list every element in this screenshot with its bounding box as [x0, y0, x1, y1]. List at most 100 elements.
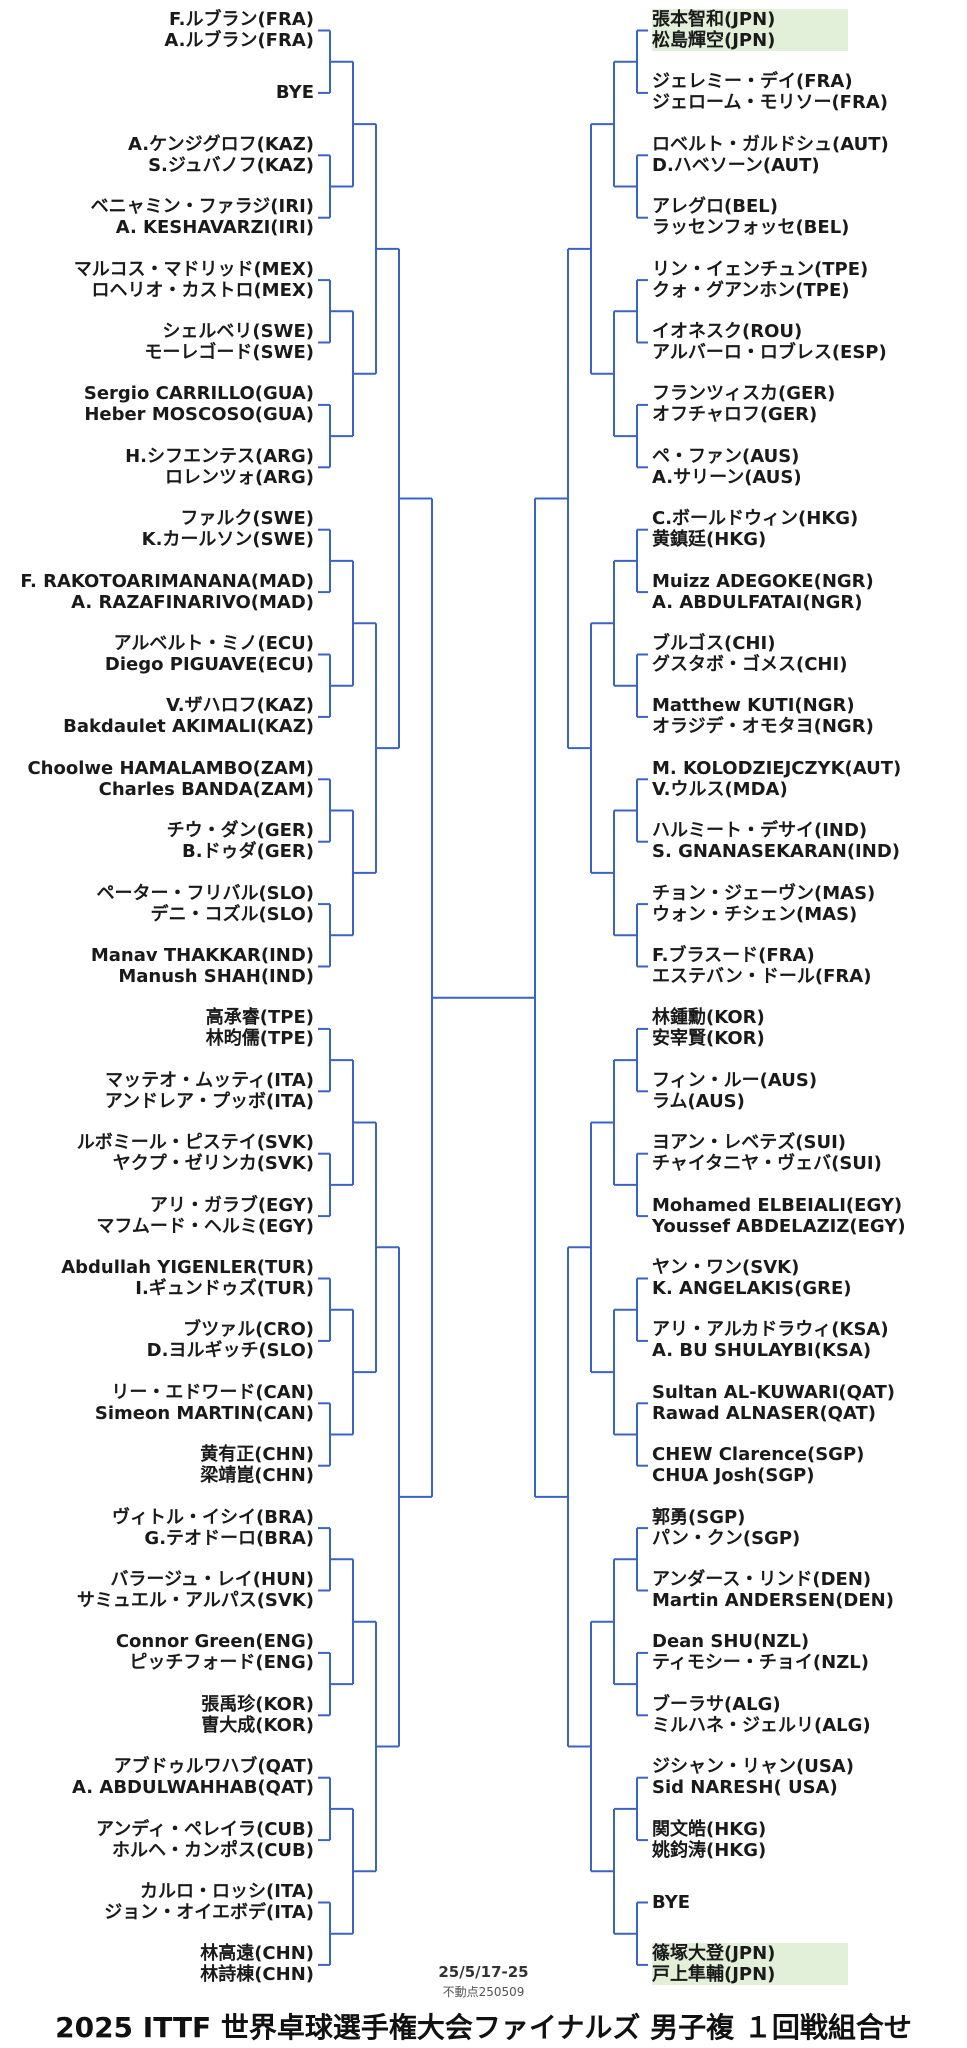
bye-label: BYE	[652, 1892, 691, 1913]
left-pair-23: リー・エドワード(CAN)Simeon MARTIN(CAN)	[95, 1382, 314, 1424]
player-name: A. KESHAVARZI(IRI)	[115, 217, 314, 239]
left-pair-12: V.ザハロフ(KAZ)Bakdaulet AKIMALI(KAZ)	[63, 695, 314, 737]
player-name: Sid NARESH( USA)	[652, 1777, 838, 1799]
player-name: Diego PIGUAVE(ECU)	[104, 654, 314, 675]
right-pair-12: Matthew KUTI(NGR)オラジデ・オモタヨ(NGR)	[652, 695, 874, 737]
left-pair-4: ベニャミン・ファラジ(IRI)A. KESHAVARZI(IRI)	[91, 196, 314, 238]
left-pair-2: BYE	[276, 82, 314, 103]
player-name: K. ANGELAKIS(GRE)	[652, 1278, 852, 1299]
player-name: アルバーロ・ロブレス(ESP)	[652, 342, 887, 363]
left-pair-24: 黄有正(CHN)梁靖崑(CHN)	[200, 1444, 314, 1486]
player-name: F. RAKOTOARIMANANA(MAD)	[20, 570, 314, 592]
player-name: 郭勇(SGP)	[652, 1506, 746, 1528]
player-name: リン・イェンチュン(TPE)	[652, 258, 869, 280]
player-name: 林高遠(CHN)	[200, 1943, 314, 1965]
player-name: 安宰賢(KOR)	[652, 1028, 765, 1050]
left-pair-6: シェルベリ(SWE)モーレゴード(SWE)	[144, 321, 314, 363]
right-pair-1: 張本智和(JPN)松島輝空(JPN)	[652, 9, 848, 51]
player-name: Manush SHAH(IND)	[118, 966, 314, 987]
player-name: 戸上隼輔(JPN)	[652, 1964, 776, 1986]
player-name: アブドゥルワハブ(QAT)	[113, 1756, 314, 1778]
player-name: F.ルブラン(FRA)	[168, 9, 314, 30]
player-name: Muizz ADEGOKE(NGR)	[652, 570, 874, 592]
left-pair-20: アリ・ガラブ(EGY)マフムード・ヘルミ(EGY)	[96, 1195, 314, 1237]
right-pair-18: フィン・ルー(AUS)ラム(AUS)	[652, 1070, 817, 1112]
right-pair-22: アリ・アルカドラウィ(KSA)A. BU SHULAYBI(KSA)	[652, 1319, 889, 1361]
right-pair-24: CHEW Clarence(SGP)CHUA Josh(SGP)	[652, 1444, 864, 1486]
player-name: Heber MOSCOSO(GUA)	[84, 404, 314, 426]
player-name: ヤン・ワン(SVK)	[652, 1257, 800, 1278]
left-pair-22: ブツァル(CRO)D.ヨルギッチ(SLO)	[147, 1319, 314, 1361]
player-name: ベニャミン・ファラジ(IRI)	[90, 196, 314, 218]
left-pair-32: 林高遠(CHN)林詩棟(CHN)	[200, 1943, 314, 1985]
player-name: 曺大成(KOR)	[201, 1714, 314, 1736]
right-pair-5: リン・イェンチュン(TPE)クォ・グアンホン(TPE)	[652, 259, 868, 301]
player-name: ブツァル(CRO)	[183, 1319, 314, 1341]
player-name: グスタボ・ゴメス(CHI)	[652, 654, 848, 675]
player-name: 張禹珍(KOR)	[201, 1693, 314, 1715]
left-pair-17: 高承睿(TPE)林昀儒(TPE)	[206, 1007, 314, 1049]
player-name: 高承睿(TPE)	[205, 1007, 314, 1029]
player-name: A. ABDULFATAI(NGR)	[652, 591, 863, 613]
left-pair-31: カルロ・ロッシ(ITA)ジョン・オイエボデ(ITA)	[104, 1881, 314, 1923]
player-name: マッテオ・ムッティ(ITA)	[105, 1069, 314, 1091]
player-name: ロベルト・ガルドシュ(AUT)	[652, 133, 889, 155]
player-name: A.サリーン(AUS)	[652, 466, 802, 488]
player-name: アレグロ(BEL)	[652, 196, 778, 218]
player-name: ウォン・チシェン(MAS)	[652, 903, 858, 925]
right-pair-11: ブルゴス(CHI)グスタボ・ゴメス(CHI)	[652, 633, 847, 675]
player-name: Dean SHU(NZL)	[652, 1631, 810, 1653]
right-pair-13: M. KOLODZIEJCZYK(AUT)V.ウルス(MDA)	[652, 758, 901, 800]
player-name: 張本智和(JPN)	[652, 9, 776, 30]
player-name: フィン・ルー(AUS)	[652, 1069, 818, 1091]
player-name: マフムード・ヘルミ(EGY)	[96, 1215, 314, 1237]
player-name: ペーター・フリバル(SLO)	[96, 882, 314, 904]
player-name: V.ザハロフ(KAZ)	[166, 695, 314, 717]
player-name: ヴィトル・イシイ(BRA)	[112, 1506, 314, 1528]
bye-label: BYE	[275, 82, 314, 104]
player-name: Abdullah YIGENLER(TUR)	[61, 1257, 314, 1278]
player-name: Matthew KUTI(NGR)	[652, 695, 855, 717]
player-name: ジョン・オイエボデ(ITA)	[104, 1902, 314, 1923]
player-name: H.シフエンテス(ARG)	[125, 445, 314, 467]
player-name: F.ブラスード(FRA)	[652, 945, 815, 966]
left-pair-11: アルベルト・ミノ(ECU)Diego PIGUAVE(ECU)	[105, 633, 314, 675]
player-name: チョン・ジェーヴン(MAS)	[652, 882, 876, 904]
player-name: イオネスク(ROU)	[652, 321, 803, 342]
player-name: 篠塚大登(JPN)	[652, 1943, 776, 1965]
right-pair-29: ジシャン・リャン(USA)Sid NARESH( USA)	[652, 1756, 854, 1798]
player-name: アリ・アルカドラウィ(KSA)	[652, 1319, 889, 1341]
player-name: A. RAZAFINARIVO(MAD)	[71, 591, 314, 613]
left-pair-5: マルコス・マドリッド(MEX)ロヘリオ・カストロ(MEX)	[74, 259, 314, 301]
player-name: ヨアン・レベテズ(SUI)	[652, 1132, 847, 1154]
left-pair-29: アブドゥルワハブ(QAT)A. ABDULWAHHAB(QAT)	[72, 1756, 314, 1798]
right-pair-32: 篠塚大登(JPN)戸上隼輔(JPN)	[652, 1943, 848, 1986]
player-name: ミルハネ・ジェルリ(ALG)	[652, 1714, 871, 1736]
player-name: A. BU SHULAYBI(KSA)	[652, 1340, 872, 1362]
document-note: 不動点250509	[442, 1985, 525, 1999]
player-name: ブーラサ(ALG)	[652, 1693, 781, 1715]
player-name: A.ケンジグロフ(KAZ)	[128, 133, 314, 155]
right-pair-30: 関文皓(HKG)姚鈞涛(HKG)	[652, 1819, 766, 1861]
player-name: I.ギュンドゥズ(TUR)	[135, 1278, 314, 1299]
left-pair-7: Sergio CARRILLO(GUA)Heber MOSCOSO(GUA)	[84, 383, 314, 425]
player-name: フランツィスカ(GER)	[652, 383, 836, 405]
left-pair-15: ペーター・フリバル(SLO)デニ・コズル(SLO)	[96, 883, 314, 925]
player-name: クォ・グアンホン(TPE)	[652, 279, 850, 301]
player-name: Charles BANDA(ZAM)	[98, 778, 314, 800]
left-pair-18: マッテオ・ムッティ(ITA)アンドレア・プッボ(ITA)	[105, 1070, 314, 1112]
right-pair-28: ブーラサ(ALG)ミルハネ・ジェルリ(ALG)	[652, 1694, 871, 1736]
player-name: オフチャロフ(GER)	[652, 404, 818, 426]
player-name: エステバン・ドール(FRA)	[652, 966, 872, 987]
player-name: CHEW Clarence(SGP)	[652, 1444, 865, 1466]
player-name: Sultan AL-KUWARI(QAT)	[652, 1381, 895, 1403]
player-name: D.ヨルギッチ(SLO)	[146, 1340, 314, 1362]
right-pair-21: ヤン・ワン(SVK)K. ANGELAKIS(GRE)	[652, 1257, 852, 1299]
player-name: アリ・ガラブ(EGY)	[149, 1194, 314, 1216]
right-pair-9: C.ボールドウィン(HKG)黄鎮廷(HKG)	[652, 508, 858, 550]
player-name: 林詩棟(CHN)	[200, 1964, 314, 1986]
player-name: ティモシー・チョイ(NZL)	[652, 1652, 869, 1674]
right-pair-31: BYE	[652, 1892, 690, 1913]
player-name: Choolwe HAMALAMBO(ZAM)	[27, 757, 314, 779]
left-pair-14: チウ・ダン(GER)B.ドゥダ(GER)	[167, 820, 314, 862]
